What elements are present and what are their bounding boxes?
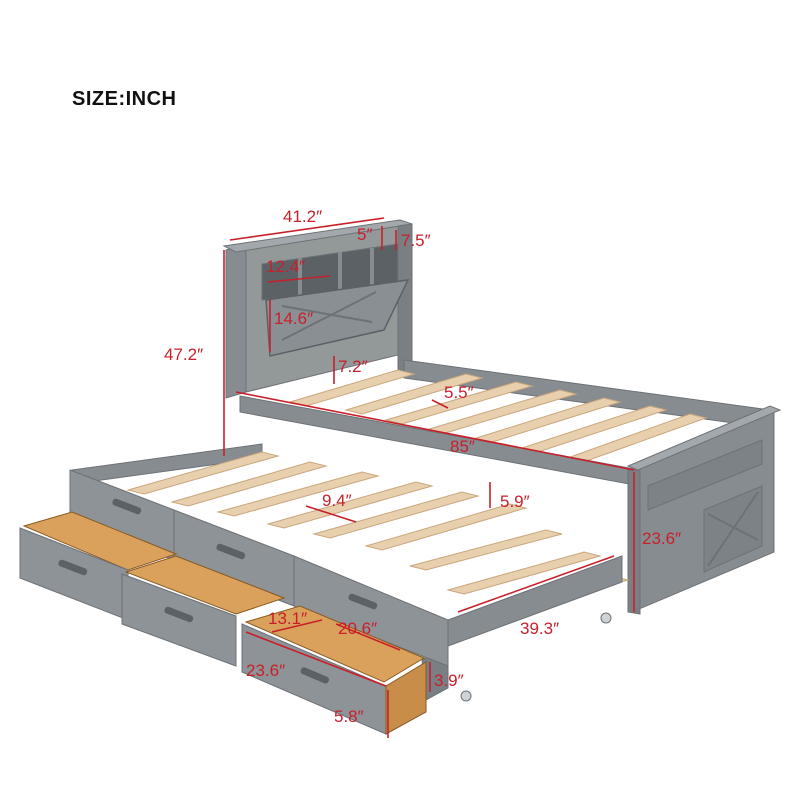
trundle-slat — [409, 529, 563, 571]
trundle-slat-gap-label: 9.4″ — [322, 491, 352, 510]
drawer-inner-width-label: 13.1″ — [268, 609, 307, 628]
trundle — [71, 443, 630, 702]
size-unit-title: SIZE:INCH — [72, 88, 177, 110]
trundle-slat — [170, 461, 328, 507]
trundle-width-label: 39.3″ — [520, 619, 559, 638]
footboard-inset — [647, 439, 763, 511]
open-drawer-right — [241, 605, 427, 735]
slat — [514, 405, 668, 455]
trundle-slat — [446, 551, 602, 595]
footboard — [626, 405, 782, 615]
shelf-depth-label: 5″ — [357, 225, 372, 244]
footboard-height-label: 23.6″ — [642, 529, 681, 548]
dimension-line — [431, 399, 449, 409]
dimension-lines — [223, 217, 635, 738]
drawer-interior — [22, 511, 178, 571]
dimension-line — [335, 623, 401, 651]
trundle-slat — [126, 451, 280, 495]
caster-wheel — [600, 612, 612, 624]
trundle-slat — [312, 491, 480, 539]
drawer-handle-slot — [348, 593, 378, 610]
footboard-x-brace — [707, 513, 759, 541]
dimension-line — [267, 275, 331, 283]
slat — [468, 397, 622, 445]
headboard-height-label: 47.2″ — [164, 345, 203, 364]
headboard-width-label: 41.2″ — [283, 207, 322, 226]
headboard — [222, 219, 413, 399]
drawer-depth-label: 20.6″ — [338, 619, 377, 638]
headboard-flip-door — [265, 279, 410, 357]
trundle-slat — [364, 503, 528, 551]
headboard-left-post — [225, 243, 247, 399]
bed-length-label: 85″ — [450, 437, 475, 456]
drawer-handle-slot — [112, 498, 142, 515]
drawer-front — [293, 555, 449, 667]
drawer-interior — [244, 605, 426, 683]
compartment-width-label: 12.4″ — [266, 257, 305, 276]
drawer-inner-height-label: 3.9″ — [434, 671, 464, 690]
door-x-brace — [281, 305, 373, 323]
trundle-slat — [266, 481, 434, 529]
open-drawer-middle — [121, 555, 286, 667]
slat — [344, 373, 484, 415]
drawer-handle-slot — [216, 543, 246, 560]
trundle-drop-label: 5.9″ — [500, 492, 530, 511]
footboard-x-brace — [707, 491, 759, 567]
slat — [384, 381, 534, 425]
headboard-clearance-label: 7.2″ — [338, 357, 368, 376]
trundle-slat — [216, 471, 380, 517]
drawer-handle-slot — [58, 559, 88, 576]
dimension-line — [235, 391, 635, 471]
dimension-line — [229, 217, 385, 241]
shelf-height-label: 7.5″ — [401, 231, 431, 250]
drawer-side — [385, 661, 427, 735]
trundle-drawer-row — [69, 469, 449, 667]
drawer-face — [121, 573, 237, 667]
dimension-line — [457, 555, 615, 613]
main-bed-slats — [288, 369, 708, 465]
dimension-line — [305, 505, 357, 523]
drawer-handle-slot — [300, 667, 330, 684]
drawer-interior — [124, 555, 286, 615]
caster-wheel — [460, 690, 472, 702]
drawer-height-label: 5.8″ — [334, 707, 364, 726]
dimension-line — [271, 619, 323, 633]
dimension-line — [245, 631, 387, 687]
compartment-height-label: 14.6″ — [274, 309, 313, 328]
drawer-width-label: 23.6″ — [246, 661, 285, 680]
footboard-top-cap — [626, 405, 782, 471]
door-x-brace — [281, 291, 377, 341]
slat-gap-label: 5.5″ — [444, 383, 474, 402]
drawer-handle-slot — [164, 606, 194, 623]
